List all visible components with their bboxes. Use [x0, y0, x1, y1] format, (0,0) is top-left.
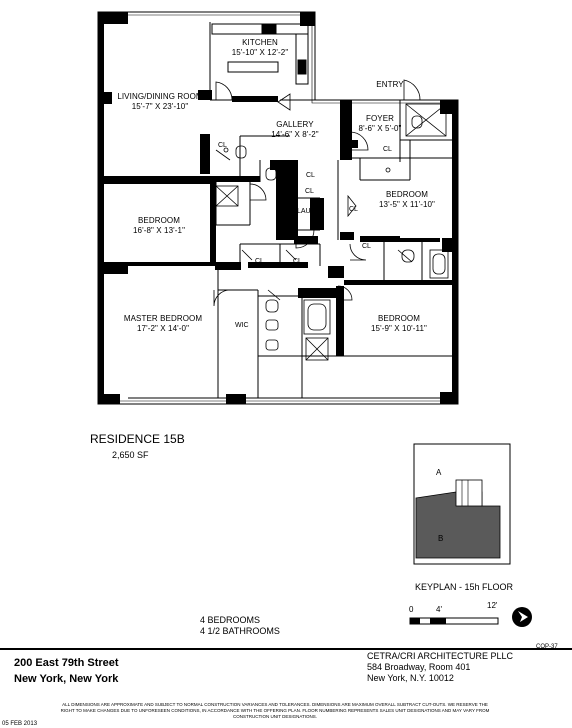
keyplan-label-b: B: [438, 534, 444, 543]
wic-label: WIC: [235, 322, 249, 329]
room-bedroom-w-name: BEDROOM: [137, 216, 181, 225]
room-living-dining: LIVING/DINING ROOM 15'-7" X 23'-10": [110, 92, 210, 112]
room-master-dim: 17'-2" X 14'-0": [136, 324, 190, 333]
room-gallery-name: GALLERY: [276, 120, 314, 129]
closet-label: CL: [305, 188, 314, 195]
north-arrow-icon: [512, 607, 532, 627]
closet-label: CL: [255, 258, 264, 265]
room-bedroom-se: BEDROOM 15'-9" X 10'-11": [356, 314, 442, 334]
scale-label-0: 0: [409, 605, 414, 614]
keyplan-diagram: [413, 443, 511, 565]
closet-label: CL: [293, 258, 302, 265]
room-gallery-dim: 14'-6" X 8'-2": [271, 130, 319, 139]
room-master-bedroom: MASTER BEDROOM 17'-2" X 14'-0": [118, 314, 208, 334]
keyplan-title: KEYPLAN - 15h FLOOR: [415, 582, 514, 592]
room-bedroom-w: BEDROOM 16'-8" X 13'-1": [116, 216, 202, 236]
disclaimer-text: ALL DIMENSIONS ARE APPROXIMATE AND SUBJE…: [60, 702, 490, 719]
room-gallery: GALLERY 14'-6" X 8'-2": [252, 120, 338, 140]
room-living-dim: 15'-7" X 23'-10": [131, 102, 189, 111]
room-master-name: MASTER BEDROOM: [123, 314, 203, 323]
keyplan-label-a: A: [436, 468, 442, 477]
room-bedroom-se-name: BEDROOM: [377, 314, 421, 323]
residence-title: RESIDENCE 15B: [90, 432, 185, 446]
architect-street: 584 Broadway, Room 401: [367, 662, 471, 672]
closet-label: CL: [218, 142, 227, 149]
room-bedroom-se-dim: 15'-9" X 10'-11": [371, 324, 427, 333]
architect-city: New York, N.Y. 10012: [367, 673, 454, 683]
closet-label: CL: [306, 172, 315, 179]
floor-plan-drawing: [97, 11, 459, 405]
sheet-number: COP-37: [536, 644, 558, 650]
room-bedroom-ne: BEDROOM 13'-5" X 11'-10": [364, 190, 450, 210]
room-foyer: FOYER 8'-6" X 5'-0": [348, 114, 412, 134]
architect-info: CETRA/CRI ARCHITECTURE PLLC 584 Broadway…: [367, 651, 513, 684]
bathroom-count: 4 1/2 BATHROOMS: [200, 626, 280, 636]
closet-label: CL: [383, 146, 392, 153]
room-entry: ENTRY: [368, 80, 412, 90]
room-kitchen-dim: 15'-10" X 12'-2": [231, 48, 289, 57]
closet-label: CL: [362, 243, 371, 250]
scale-label-4: 4': [436, 605, 442, 614]
room-bedroom-ne-dim: 13'-5" X 11'-10": [379, 200, 435, 209]
room-kitchen: KITCHEN 15'-10" X 12'-2": [218, 38, 302, 58]
scale-bar: [409, 617, 499, 625]
unit-counts: 4 BEDROOMS 4 1/2 BATHROOMS: [200, 615, 280, 637]
room-bedroom-ne-name: BEDROOM: [385, 190, 429, 199]
room-kitchen-name: KITCHEN: [242, 38, 278, 47]
architect-name: CETRA/CRI ARCHITECTURE PLLC: [367, 651, 514, 661]
room-entry-name: ENTRY: [376, 80, 404, 89]
laundry-label: LAUND: [297, 208, 321, 215]
room-bedroom-w-dim: 16'-8" X 13'-1": [132, 226, 186, 235]
room-foyer-name: FOYER: [365, 114, 395, 123]
print-date: 05 FEB 2013: [2, 721, 38, 727]
address-line-1: 200 East 79th Street: [14, 657, 119, 669]
bedroom-count: 4 BEDROOMS: [200, 615, 261, 625]
closet-label: CL: [349, 206, 358, 213]
scale-label-12: 12': [487, 601, 498, 610]
building-address: 200 East 79th Street New York, New York: [14, 655, 119, 687]
address-line-2: New York, New York: [14, 673, 119, 685]
room-living-name: LIVING/DINING ROOM: [117, 92, 203, 101]
footer-rule: [0, 648, 572, 650]
residence-area: 2,650 SF: [112, 450, 149, 460]
room-foyer-dim: 8'-6" X 5'-0": [358, 124, 402, 133]
